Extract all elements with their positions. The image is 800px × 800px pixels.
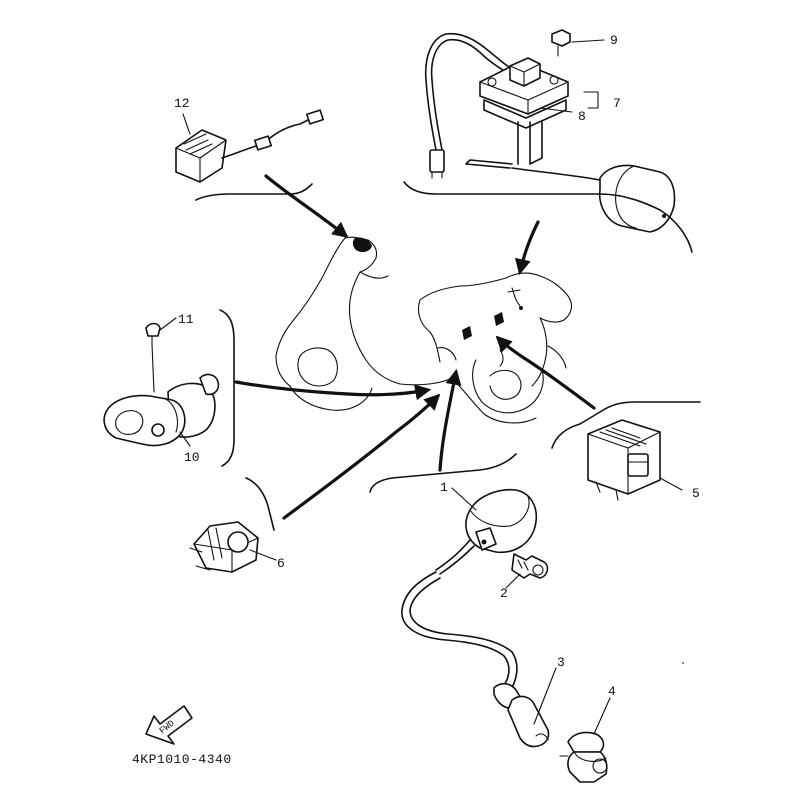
part-3-plug-cap-lead [401, 571, 550, 748]
callout-5: 5 [692, 486, 700, 501]
callout-7: 7 [613, 96, 621, 111]
part-7-8-9-fuel-sender [424, 29, 676, 233]
callout-6: 6 [277, 556, 285, 571]
part-10-11-switch [103, 322, 220, 447]
bracket-part-6 [245, 477, 275, 531]
callout-leaders [159, 39, 683, 735]
part-4-spark-plug [559, 731, 608, 783]
callout-4: 4 [608, 684, 616, 699]
callout-2: 2 [500, 586, 508, 601]
callout-3: 3 [557, 655, 565, 670]
callout-12: 12 [174, 96, 190, 111]
bracket-part-5 [551, 401, 701, 449]
part-6-clamp [189, 521, 259, 573]
callout-9: 9 [610, 33, 618, 48]
bracket-parts-7-8-9 [403, 181, 693, 253]
bracket-parts-10-11 [219, 309, 235, 467]
callout-1: 1 [440, 480, 448, 495]
callout-8: 8 [578, 109, 586, 124]
part-12-relay [175, 109, 325, 183]
part-1-ignition-coil [435, 488, 538, 575]
bracket-part-7 [583, 91, 599, 109]
part-2-screw [511, 553, 549, 579]
bracket-parts-1-4 [369, 453, 517, 493]
bracket-part-12 [195, 183, 313, 201]
arrows [234, 174, 596, 520]
drawing-code: 4KP1010-4340 [132, 752, 232, 767]
callout-11: 11 [178, 312, 194, 327]
callout-labels: 1 2 3 4 5 6 7 8 9 10 11 12 [174, 33, 700, 699]
callout-10: 10 [184, 450, 200, 465]
scooter-silhouette [275, 236, 573, 424]
fwd-arrow-icon: FWD [145, 705, 193, 745]
part-5-flasher-relay [587, 419, 661, 501]
